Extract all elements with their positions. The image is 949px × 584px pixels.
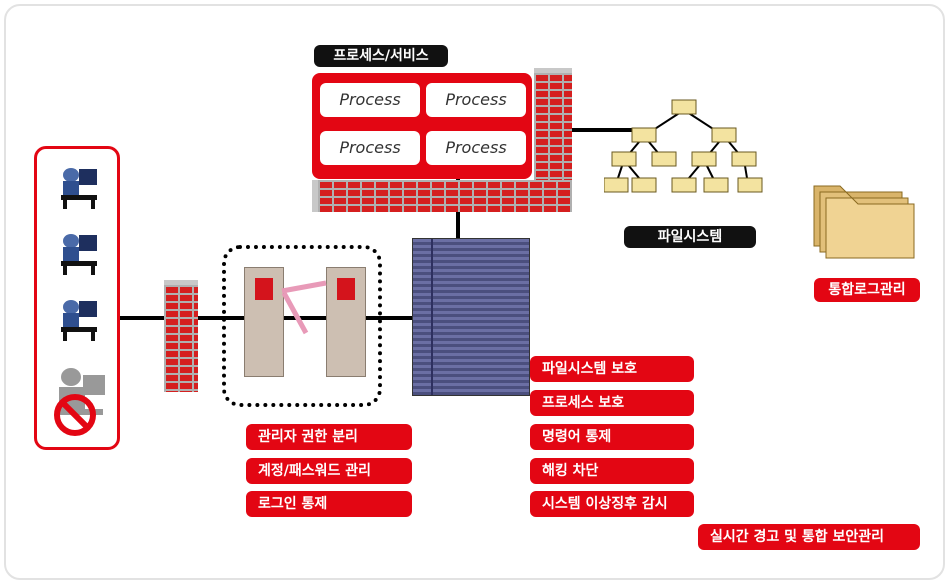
connector-firewall-to-filesystem [572, 128, 632, 132]
server-feature-2: 프로세스 보호 [530, 390, 694, 416]
server-feature-4: 해킹 차단 [530, 458, 694, 484]
process-box-4: Process [426, 131, 526, 165]
filesystem-label: 파일시스템 [624, 226, 756, 248]
server-feature-3: 명령어 통제 [530, 424, 694, 450]
integrated-log-label: 통합로그관리 [814, 278, 920, 302]
process-group: Process Process Process Process [312, 73, 532, 179]
turnstile-arm [281, 280, 327, 335]
access-gate-group [222, 245, 382, 407]
gate-feature-2: 계정/패스워드 관리 [246, 458, 412, 484]
server-feature-1: 파일시스템 보호 [530, 356, 694, 382]
user-at-computer-icon [61, 300, 97, 341]
gate-feature-3: 로그인 통제 [246, 491, 412, 517]
folder-stack-icon [813, 185, 915, 259]
gate-pillar-left [244, 267, 284, 377]
process-box-1: Process [320, 83, 420, 117]
server-tower [412, 238, 530, 396]
firewall-small [164, 280, 198, 392]
process-box-2: Process [426, 83, 526, 117]
filesystem-tree-icon [604, 99, 763, 193]
process-service-label: 프로세스/서비스 [314, 45, 448, 67]
process-box-3: Process [320, 131, 420, 165]
realtime-alert-label: 실시간 경고 및 통합 보안관리 [698, 524, 920, 550]
gate-pillar-right [326, 267, 366, 377]
user-at-computer-icon [61, 234, 97, 275]
user-panel [34, 146, 120, 450]
firewall-horizontal [312, 180, 572, 212]
blocked-user-icon [54, 368, 105, 436]
user-at-computer-icon [61, 168, 97, 209]
gate-feature-1: 관리자 권한 분리 [246, 424, 412, 450]
server-feature-5: 시스템 이상징후 감시 [530, 491, 694, 517]
